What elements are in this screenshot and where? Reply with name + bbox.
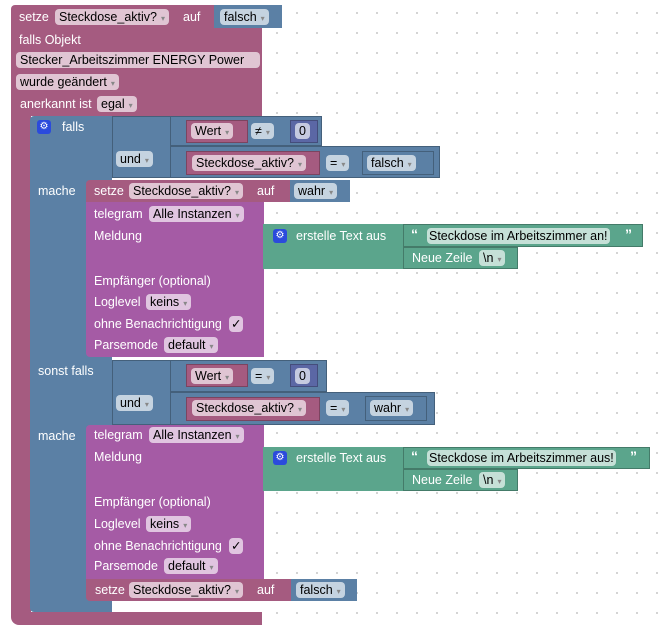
operator-dropdown[interactable]: ≠▾ <box>251 123 274 139</box>
und-dropdown-2[interactable]: und▾ <box>116 395 153 411</box>
quote-open-icon: “ <box>411 226 418 242</box>
loglevel-dropdown[interactable]: keins▾ <box>146 516 192 532</box>
boolean-dropdown[interactable]: falsch▾ <box>220 9 269 25</box>
telegram-label: telegram <box>94 428 143 442</box>
wert-dropdown[interactable]: Wert▾ <box>191 123 234 139</box>
boolean-dropdown[interactable]: falsch▾ <box>296 582 345 598</box>
and-block-2[interactable] <box>112 360 172 425</box>
gear-icon[interactable]: ⚙ <box>37 120 51 134</box>
operator-dropdown[interactable]: =▾ <box>326 400 350 416</box>
silent-checkbox[interactable]: ✓ <box>229 316 244 332</box>
parsemode-label: Parsemode <box>94 338 158 352</box>
loglevel-label: Loglevel <box>94 517 141 531</box>
parsemode-dropdown[interactable]: default▾ <box>164 337 218 353</box>
parsemode-dropdown[interactable]: default▾ <box>164 558 218 574</box>
text-field[interactable]: Steckdose im Arbeitszimmer an! <box>427 228 610 244</box>
quote-close-icon: ” <box>630 448 637 464</box>
telegram-label: telegram <box>94 207 143 221</box>
boolean-dropdown[interactable]: wahr▾ <box>294 183 338 199</box>
and-block-1[interactable] <box>112 116 172 178</box>
wert-dropdown[interactable]: Wert▾ <box>191 368 234 384</box>
text-field[interactable]: Steckdose im Arbeitszimmer aus! <box>427 450 616 466</box>
boolean-dropdown[interactable]: wahr▾ <box>370 400 414 416</box>
loglevel-label: Loglevel <box>94 295 141 309</box>
empfaenger-label: Empfänger (optional) <box>94 274 211 288</box>
ack-label: anerkannt ist <box>20 97 92 111</box>
variable-dropdown[interactable]: Steckdose_aktiv?▾ <box>192 155 306 171</box>
auf-label: auf <box>257 184 275 198</box>
newline-dropdown[interactable]: \n▾ <box>479 472 506 488</box>
loglevel-dropdown[interactable]: keins▾ <box>146 294 192 310</box>
join-label: erstelle Text aus <box>296 229 387 243</box>
instance-dropdown[interactable]: Alle Instanzen▾ <box>149 427 244 443</box>
meldung-label: Meldung <box>94 450 142 464</box>
newline-label: Neue Zeile <box>412 473 473 487</box>
ohne-label: ohne Benachrichtigung <box>94 539 222 553</box>
quote-open-icon: “ <box>411 448 418 464</box>
sonst-falls-label: sonst falls <box>38 364 94 378</box>
gear-icon[interactable]: ⚙ <box>273 451 287 465</box>
setze-label: setze <box>95 583 125 597</box>
variable-dropdown[interactable]: Steckdose_aktiv?▾ <box>129 582 243 598</box>
ack-dropdown[interactable]: egal▾ <box>97 96 137 112</box>
falls-label: falls <box>62 120 85 134</box>
trigger-bottom <box>11 612 262 625</box>
telegram-block[interactable] <box>86 425 264 580</box>
instance-dropdown[interactable]: Alle Instanzen▾ <box>149 206 244 222</box>
newline-label: Neue Zeile <box>412 251 473 265</box>
trigger-spine <box>11 116 31 612</box>
setze-label: setze <box>19 10 49 24</box>
join-label: erstelle Text aus <box>296 451 387 465</box>
boolean-dropdown[interactable]: falsch▾ <box>367 155 416 171</box>
meldung-label: Meldung <box>94 229 142 243</box>
operator-dropdown[interactable]: =▾ <box>251 368 275 384</box>
parsemode-label: Parsemode <box>94 559 158 573</box>
number-field[interactable]: 0 <box>295 368 310 384</box>
mache-label-2: mache <box>38 429 76 443</box>
variable-dropdown[interactable]: Steckdose_aktiv?▾ <box>55 9 169 25</box>
empfaenger-label: Empfänger (optional) <box>94 495 211 509</box>
falls-objekt-label: falls Objekt <box>19 33 81 47</box>
auf-label: auf <box>257 583 275 597</box>
ohne-label: ohne Benachrichtigung <box>94 317 222 331</box>
variable-dropdown[interactable]: Steckdose_aktiv?▾ <box>129 183 243 199</box>
und-dropdown-1[interactable]: und▾ <box>116 151 153 167</box>
mache-label-1: mache <box>38 184 76 198</box>
change-type-dropdown[interactable]: wurde geändert▾ <box>16 74 119 90</box>
newline-dropdown[interactable]: \n▾ <box>479 250 506 266</box>
setze-label: setze <box>94 184 124 198</box>
object-id-field[interactable]: Stecker_Arbeitszimmer ENERGY Power <box>16 52 260 68</box>
auf-label: auf <box>183 10 201 24</box>
gear-icon[interactable]: ⚙ <box>273 229 287 243</box>
variable-dropdown[interactable]: Steckdose_aktiv?▾ <box>192 400 306 416</box>
operator-dropdown[interactable]: =▾ <box>326 155 350 171</box>
quote-close-icon: ” <box>625 226 632 242</box>
number-field[interactable]: 0 <box>295 123 310 139</box>
silent-checkbox[interactable]: ✓ <box>229 538 244 554</box>
